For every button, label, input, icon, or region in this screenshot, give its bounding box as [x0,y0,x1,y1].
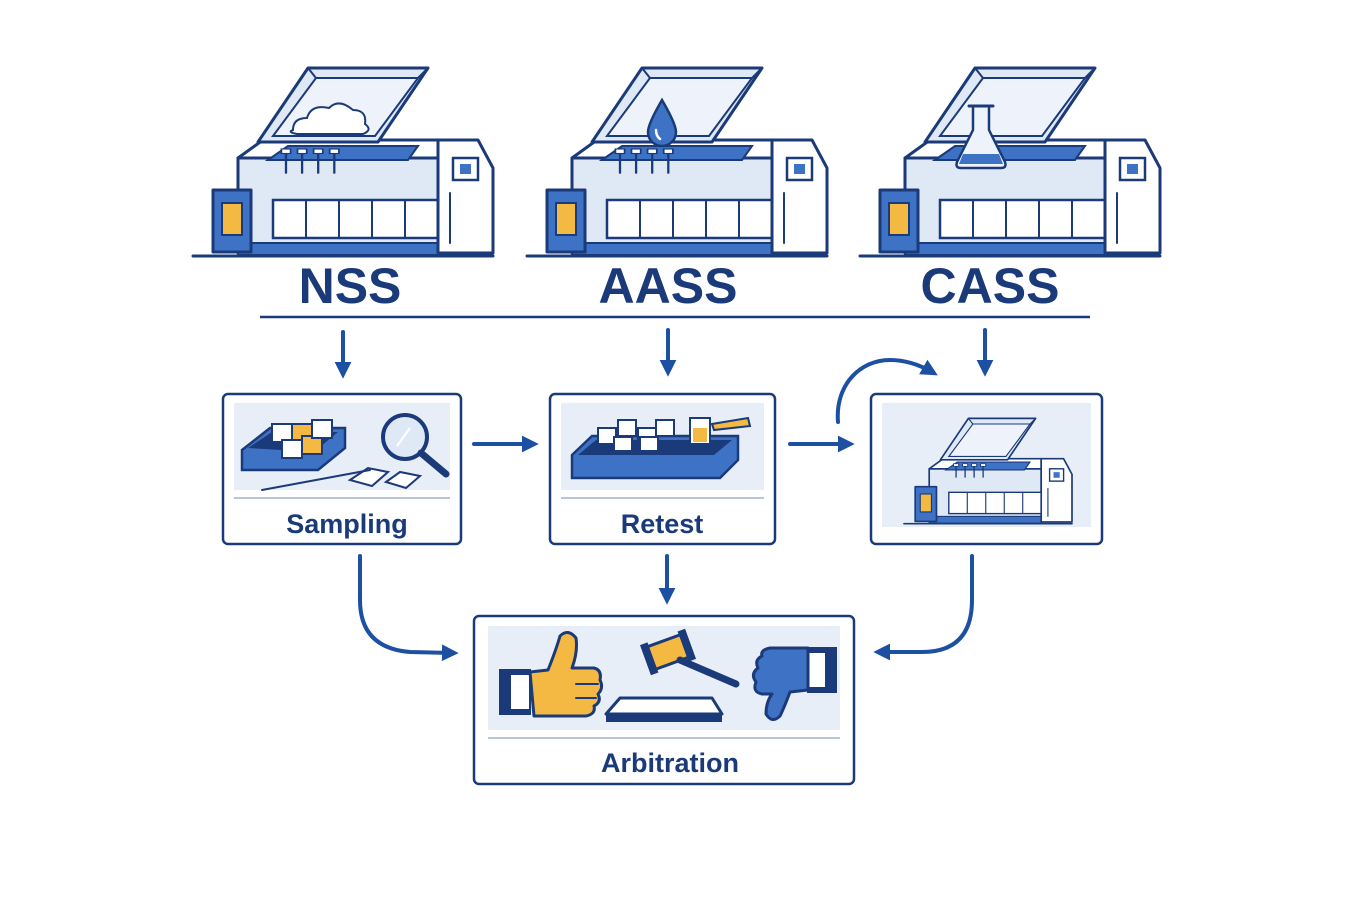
retest-box: Retest [548,392,777,546]
aass-label: AASS [599,258,738,314]
thumbs-up-icon [499,631,604,718]
arbitration-label: Arbitration [601,748,739,778]
sampling-label: Sampling [286,509,408,539]
chamber-step-box [869,392,1104,546]
arbitration-box: Arbitration [472,614,856,786]
cass-label: CASS [921,258,1060,314]
gavel-icon [604,628,740,722]
flask-icon [955,104,1007,170]
magnifier-icon [381,413,450,478]
arrow-loop-back [835,357,938,424]
arrow-sampling-to-arbitration [358,554,459,662]
water-drop-icon [646,97,678,148]
aass-chamber: AASS [525,66,829,314]
retest-label: Retest [621,509,704,539]
arrow-chamber-to-arbitration [873,554,974,661]
nss-chamber: NSS [191,66,495,314]
sampling-box: Sampling [221,392,463,546]
nss-cloud-icon [289,102,370,135]
cass-chamber: CASS [858,66,1162,314]
thumbs-down-icon [751,646,837,721]
nss-label: NSS [299,258,402,314]
